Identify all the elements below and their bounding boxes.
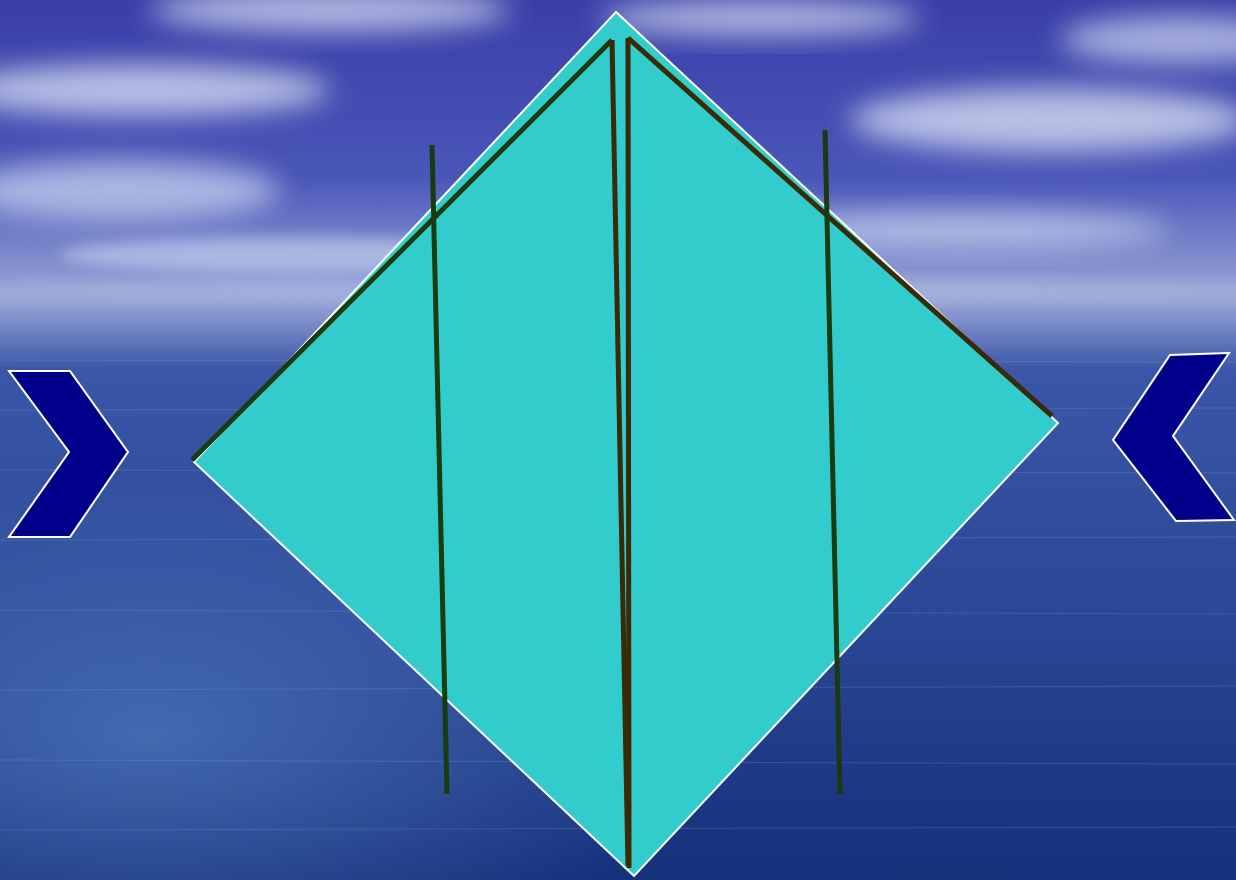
cloud — [600, 0, 920, 36]
cloud — [850, 88, 1236, 152]
fold-line-center-right — [628, 38, 629, 868]
